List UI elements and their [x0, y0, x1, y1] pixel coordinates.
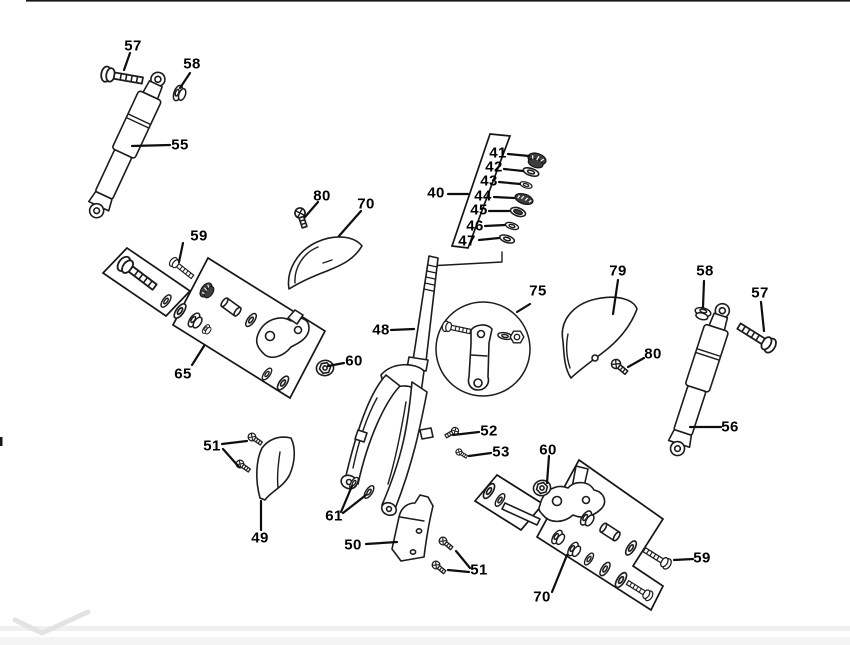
leader-line-58 [178, 71, 192, 90]
leader-line-65 [190, 344, 206, 367]
leader-line-51 [454, 549, 472, 570]
leader-line-51 [221, 447, 241, 469]
nut-58-right [692, 305, 713, 323]
washer [622, 538, 640, 558]
leader-line-51 [446, 568, 471, 574]
scan-band-bottom [0, 626, 850, 631]
scan-band-bottom2 [0, 637, 850, 645]
shock-absorber-56 [662, 299, 738, 460]
leader-line-48 [389, 327, 416, 332]
washer [243, 311, 259, 329]
cover-79 [561, 296, 638, 379]
arm-bolt [440, 319, 472, 338]
pivot-bolt [114, 253, 161, 295]
leader-line-52 [451, 430, 481, 437]
front-fork-48 [340, 255, 439, 517]
leader-line-57 [759, 300, 766, 333]
bolt-57-left [99, 64, 145, 90]
scan-smudge [12, 609, 91, 636]
leader-line-80 [303, 200, 320, 219]
lock-nut [197, 280, 218, 302]
kit-box-65-small [101, 246, 192, 318]
leader-line-59 [672, 557, 695, 562]
bolt-59-upper [167, 255, 197, 282]
nut-60-left [314, 358, 336, 378]
scan-edge-tick [0, 437, 3, 446]
leader-lines [122, 51, 766, 594]
leader-line-51 [220, 439, 249, 446]
spacer-tube [597, 521, 623, 543]
leader-line-55 [130, 143, 172, 148]
screw-51 [436, 534, 455, 552]
linkage-parts-70 [480, 465, 656, 603]
screw-51 [246, 431, 265, 448]
screw-51 [429, 558, 448, 576]
washer [612, 570, 630, 590]
leader-line-41 [506, 152, 531, 158]
bushing-small [200, 322, 214, 337]
screw-52 [443, 425, 461, 441]
leader-line-61 [339, 484, 354, 514]
washer [274, 373, 292, 393]
bearing-45 [508, 204, 528, 220]
leader-line-70 [337, 209, 363, 238]
leader-line-46 [483, 223, 507, 228]
leader-line-79 [611, 278, 620, 316]
leader-line-43 [497, 180, 522, 186]
leader-line-50 [364, 540, 399, 546]
bolt-57-right [733, 318, 780, 356]
ring-43 [518, 179, 534, 191]
leader-line-70 [550, 553, 569, 594]
stem-bracket-40 [427, 133, 512, 267]
leader-line-57 [122, 51, 132, 72]
guard-49 [256, 436, 296, 501]
leader-line-44 [492, 195, 516, 200]
bushing [548, 527, 568, 548]
detail-circle-75 [435, 301, 531, 397]
washer [597, 560, 613, 578]
washer [582, 550, 596, 568]
pivot-bolt [624, 577, 656, 603]
cover-70-top [287, 236, 363, 290]
leader-line-61 [341, 493, 368, 515]
bolt-59-lower [640, 544, 674, 572]
washer [158, 292, 174, 310]
leader-line-59 [177, 241, 185, 264]
leader-line-58 [701, 279, 706, 309]
scan-border-top [26, 0, 850, 2]
linkage-parts-65 [114, 253, 310, 393]
bushing [185, 310, 206, 332]
leader-line-60 [545, 454, 551, 485]
leader-line-53 [467, 451, 493, 458]
screw-80-right [608, 356, 631, 377]
arm-nut [509, 330, 525, 344]
kit-box-70-small [473, 473, 545, 532]
seal-47 [497, 232, 517, 246]
kit-box-70-large [535, 458, 665, 612]
leader-line-42 [502, 167, 525, 173]
leader-line-75 [515, 302, 532, 314]
leader-line-47 [477, 236, 501, 242]
race-46 [503, 220, 521, 232]
plate-50 [391, 494, 434, 562]
screw-80-top [292, 205, 311, 230]
bearing-race-44 [513, 190, 535, 208]
washer [259, 366, 275, 382]
spacer-tube [219, 296, 243, 318]
kit-box-65-large [171, 256, 327, 400]
leader-line-80 [626, 356, 646, 369]
screw-53 [454, 447, 470, 461]
washer [171, 301, 189, 321]
leader-line-60 [326, 361, 346, 368]
